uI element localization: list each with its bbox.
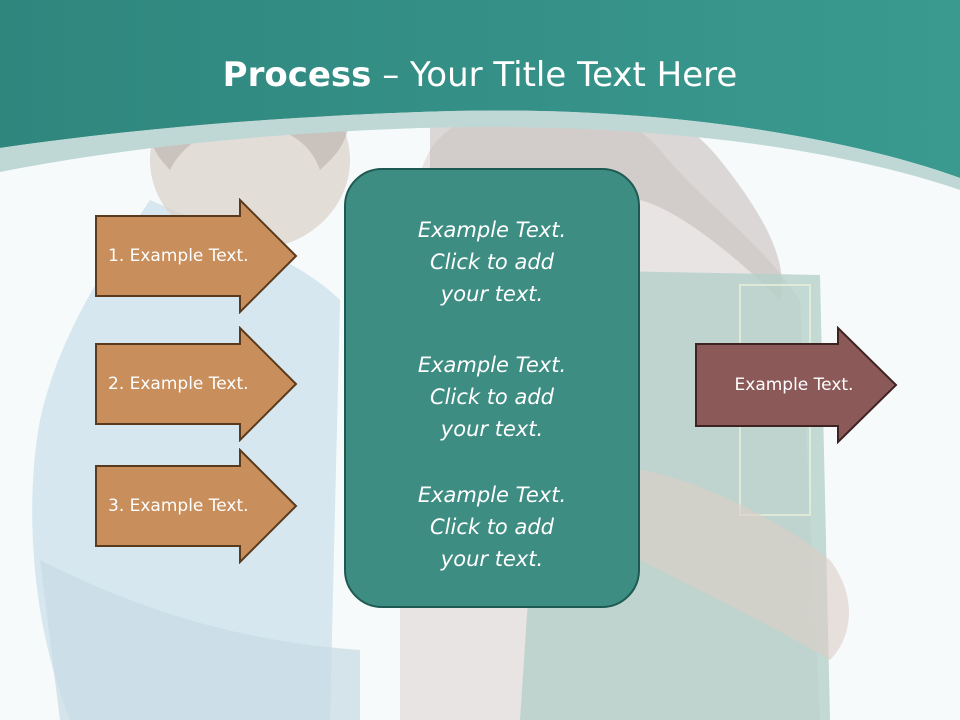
arrow-right-icon — [95, 448, 298, 564]
input-arrow-3[interactable]: 3. Example Text. — [94, 448, 300, 564]
center-text-block-3[interactable]: Example Text. Click to add your text. — [346, 479, 638, 575]
input-arrow-label: 1. Example Text. — [108, 246, 249, 266]
title-bold: Process — [222, 55, 372, 95]
center-text-line: Click to add — [429, 250, 554, 274]
center-text-line: Example Text. — [417, 483, 567, 507]
input-arrow-label: 2. Example Text. — [108, 374, 249, 394]
input-arrow-label: 3. Example Text. — [108, 496, 249, 516]
center-text-line: Example Text. — [417, 218, 567, 242]
center-text-line: your text. — [440, 547, 544, 571]
center-text-line: Click to add — [429, 515, 554, 539]
center-text-block-1[interactable]: Example Text. Click to add your text. — [346, 214, 638, 310]
center-text-line: Click to add — [429, 385, 554, 409]
output-arrow[interactable]: Example Text. — [694, 326, 900, 444]
title-dash: – — [371, 55, 411, 95]
center-process-box[interactable]: Example Text. Click to add your text. Ex… — [344, 168, 640, 608]
arrow-right-icon — [95, 326, 298, 442]
center-text-line: Example Text. — [417, 353, 567, 377]
header-band — [0, 0, 960, 190]
arrow-right-icon — [695, 326, 898, 444]
slide-title: Process – Your Title Text Here — [0, 52, 960, 98]
center-text-line: your text. — [440, 417, 544, 441]
output-arrow-label: Example Text. — [734, 375, 854, 395]
input-arrow-2[interactable]: 2. Example Text. — [94, 326, 300, 442]
input-arrow-1[interactable]: 1. Example Text. — [94, 198, 300, 314]
arrow-right-icon — [95, 198, 298, 314]
center-text-line: your text. — [440, 282, 544, 306]
title-rest: Your Title Text Here — [410, 55, 738, 95]
center-text-block-2[interactable]: Example Text. Click to add your text. — [346, 349, 638, 445]
